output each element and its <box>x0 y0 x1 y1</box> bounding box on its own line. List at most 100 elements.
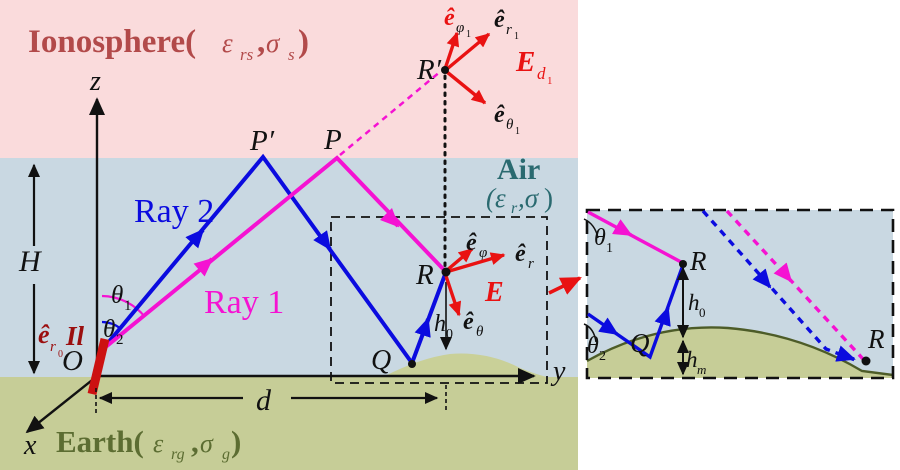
inset-theta2-label: θ <box>587 333 599 359</box>
ionosphere-close: ) <box>298 24 309 60</box>
theta2-sub: 2 <box>116 332 124 348</box>
e-theta1-sub1: 1 <box>515 126 520 137</box>
air-eps-sub: r <box>511 200 518 217</box>
air-close: ) <box>544 183 553 213</box>
ray2-arrowhead <box>414 317 431 338</box>
inset-ray1-path <box>587 210 682 264</box>
inset-theta1-label: θ <box>594 225 606 251</box>
y-axis-label: y <box>550 356 566 387</box>
point-Q-dot <box>408 360 416 368</box>
inset-hm-label: h <box>686 347 698 372</box>
e-phi1-vector <box>443 31 460 70</box>
e-theta-label: ê <box>463 309 474 335</box>
e-r0-sub-0: 0 <box>58 349 63 360</box>
e-theta1-sub: θ <box>506 117 514 133</box>
ionosphere-label: Ionosphere( ε rs , σ s ) <box>28 24 309 64</box>
inset-border <box>585 208 895 380</box>
inset-theta2-sub: 2 <box>599 349 606 364</box>
e-theta-sub: θ <box>476 324 484 340</box>
z-axis-label: z <box>89 66 101 97</box>
ionosphere-sigma: σ <box>266 28 281 58</box>
H-label: H <box>18 245 43 278</box>
theta1-arc <box>101 294 146 318</box>
x-axis <box>25 376 97 434</box>
field-vectors-at-R <box>444 247 506 317</box>
ray1-path <box>100 155 448 352</box>
dipole-antenna <box>87 337 110 396</box>
inset-point-R-shifted-dot <box>861 356 871 366</box>
earth-label: Earth( ε rg , σ g ) <box>56 424 241 463</box>
inset-point-Q-label: Q <box>630 328 650 358</box>
e-r1-sub: r <box>506 22 512 38</box>
e-r0-sub-r: r <box>50 339 56 355</box>
air-comma-sigma: ,σ <box>518 183 540 213</box>
e-r1-sub1: 1 <box>514 31 519 42</box>
h0-label: h <box>434 311 446 337</box>
inset-theta1-arc <box>583 218 599 239</box>
inset-shifted-ray1-arrowhead <box>773 262 793 283</box>
inset-ray1-arrowhead <box>612 219 633 237</box>
dipole-moment-label: Il <box>65 321 85 351</box>
e-r-vector <box>445 252 506 274</box>
E-d1-label: E <box>515 46 535 78</box>
e-phi1-label: ê <box>444 5 455 31</box>
air-label: Air (ε r ,σ ) <box>486 153 553 217</box>
inset-pointer-arrow <box>548 276 582 295</box>
field-labels-at-R: ê φ ê r ê θ E <box>463 230 534 340</box>
e-theta1-vector <box>445 70 487 105</box>
inset-theta2-arc <box>583 323 597 343</box>
field-vectors-at-R-prime <box>443 31 491 105</box>
theta1-label: θ <box>111 282 123 309</box>
origin-label: O <box>62 345 83 377</box>
air-word: Air <box>497 153 540 186</box>
e-r0-hat-label: ê <box>38 320 50 349</box>
e-phi-sub: φ <box>479 245 487 261</box>
e-r1-label: ê <box>494 7 505 33</box>
inset-point-R-label: R <box>689 246 707 276</box>
earth-sigma-sub: g <box>222 446 230 463</box>
inset-hill-fill <box>587 327 893 378</box>
ray-1 <box>100 155 448 352</box>
inset-hm-sub: m <box>697 362 706 377</box>
zoom-region-box <box>330 216 548 384</box>
point-R-dot <box>441 267 451 277</box>
ionosphere-sigma-sub: s <box>288 45 295 64</box>
inset-shifted-ray2-dashed <box>701 209 856 362</box>
e-theta1-label: ê <box>494 102 505 128</box>
theta1-sub: 1 <box>124 298 132 314</box>
theta2-label: θ <box>103 316 115 343</box>
earth-close: ) <box>231 424 241 459</box>
inset-ray2-arrowhead <box>654 306 671 327</box>
x-axis-label: x <box>23 430 37 461</box>
inset-h0-label: h <box>688 290 700 315</box>
d-label: d <box>256 384 272 417</box>
e-r1-vector <box>445 32 491 71</box>
e-phi-label: ê <box>466 230 477 256</box>
inset-ray2-arrowhead <box>598 317 619 336</box>
inset-theta1-sub: 1 <box>606 241 613 256</box>
ionosphere-epsilon: ε <box>222 28 233 58</box>
point-Q-label: Q <box>371 345 391 376</box>
E-label: E <box>484 277 504 308</box>
inset-shifted-ray2-arrowhead <box>752 268 772 289</box>
e-phi-vector <box>444 247 474 273</box>
ionosphere-epsilon-sub: rs <box>240 45 254 64</box>
inset-h0-sub: 0 <box>699 305 706 320</box>
e-theta-vector <box>444 275 462 317</box>
terrain-hill <box>383 353 547 377</box>
point-R-label: R <box>415 259 434 291</box>
earth-epsilon: ε <box>153 429 164 458</box>
ray1-arrowhead <box>379 207 400 228</box>
air-open-eps: (ε <box>486 183 506 213</box>
detail-inset <box>583 208 895 380</box>
e-phi1-sub: φ <box>456 20 464 36</box>
E-d1-sub-d: d <box>537 64 546 83</box>
ray2-arrowhead <box>185 228 205 249</box>
inset-point-R-dot <box>679 260 687 268</box>
h0-label-sub: 0 <box>446 327 453 342</box>
earth-epsilon-sub: rg <box>171 446 185 463</box>
ray2-label: Ray 2 <box>134 193 214 230</box>
inset-shifted-ray2-arrowhead <box>835 345 856 362</box>
